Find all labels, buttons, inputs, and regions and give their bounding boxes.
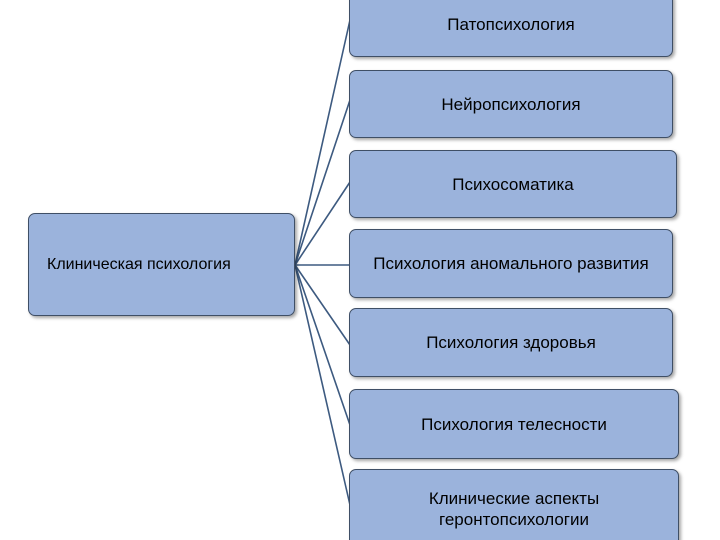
connector-line-1: [294, 99, 351, 266]
branch-node-label: Психология телесности: [421, 414, 607, 434]
branch-node-neuropsychology: Нейропсихология: [349, 70, 673, 138]
branch-node-psychosomatics: Психосоматика: [349, 150, 677, 218]
branch-node-label: Психология здоровья: [426, 333, 596, 352]
branch-node-gerontopsychology: Клинические аспекты геронтопсихологии: [349, 469, 679, 540]
branch-node-label: Нейропсихология: [441, 94, 581, 114]
branch-node-label: Клинические аспекты геронтопсихологии: [428, 489, 600, 529]
branch-node-label: Патопсихология: [447, 15, 575, 34]
connector-line-2: [294, 181, 351, 266]
connector-line-5: [294, 264, 351, 426]
branch-node-abnormal-development: Психология аномального развития: [349, 229, 673, 298]
root-node-label: Клиническая психология: [47, 256, 231, 273]
branch-node-pathopsychology: Патопсихология: [349, 0, 673, 57]
branch-node-label: Психология аномального развития: [373, 254, 649, 273]
branch-node-label: Психосоматика: [452, 174, 574, 194]
branch-node-health-psychology: Психология здоровья: [349, 308, 673, 377]
connector-line-0: [294, 19, 351, 266]
root-node: Клиническая психология: [28, 213, 295, 316]
branch-node-corporeality: Психология телесности: [349, 389, 679, 459]
connector-line-6: [294, 264, 351, 506]
connector-line-4: [294, 264, 351, 346]
